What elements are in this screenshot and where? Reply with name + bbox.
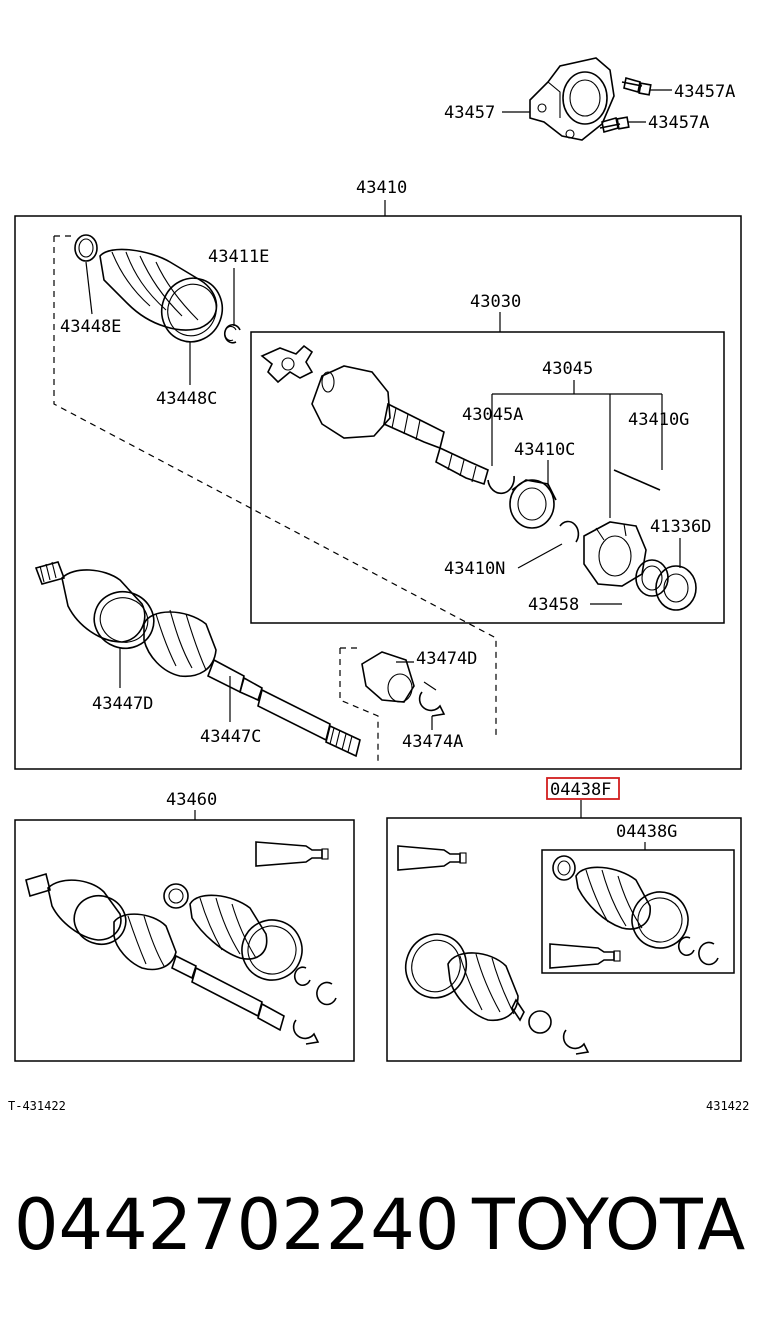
label-43474a: 43474A <box>402 732 463 752</box>
brand-name: TOYOTA <box>472 1184 746 1266</box>
clamp-43474a <box>418 681 446 717</box>
kit-box-04438f <box>386 817 742 1062</box>
label-04438g: 04438G <box>616 822 677 842</box>
part-number: 0442702240 <box>14 1184 460 1266</box>
bolt-43457a-upper <box>621 76 652 96</box>
snap-ring-43411e <box>223 323 241 344</box>
kit-box-43460 <box>14 819 355 1062</box>
tripod-joint <box>260 344 314 384</box>
boot-kit-04438g <box>549 855 719 969</box>
assembly-box-43030 <box>250 331 725 624</box>
inner-joint-housing <box>311 365 489 486</box>
label-43030: 43030 <box>470 292 521 312</box>
assembly-box-43410 <box>14 215 742 770</box>
grease-tube-04438f <box>397 845 467 871</box>
label-43460: 43460 <box>166 790 217 810</box>
boot-kit-43460 <box>163 883 337 1045</box>
label-43457: 43457 <box>444 103 495 123</box>
bearing-43410c <box>509 479 557 529</box>
ref-left: T-431422 <box>8 1099 66 1113</box>
boot-kit-04438f <box>404 933 590 1055</box>
ref-right: 431422 <box>706 1099 749 1113</box>
label-43410c: 43410C <box>514 440 575 460</box>
label-43448c: 43448C <box>156 389 217 409</box>
grease-tube-43460 <box>255 841 329 867</box>
exploded-parts-diagram: 43457 43457A 43457A 43410 43411E 43448E … <box>8 57 749 1113</box>
snap-ring-43045a <box>487 475 515 495</box>
label-43447c: 43447C <box>200 727 261 747</box>
clamp-43448c <box>160 277 224 343</box>
label-43410g: 43410G <box>628 410 689 430</box>
label-04438f: 04438F <box>550 780 611 800</box>
label-43045: 43045 <box>542 359 593 379</box>
snap-ring-43410n <box>559 520 580 543</box>
label-43410: 43410 <box>356 178 407 198</box>
label-41336d: 41336D <box>650 517 711 537</box>
clamp-43448e <box>74 234 98 262</box>
label-43045a: 43045A <box>462 405 523 425</box>
pin-43410g <box>613 469 661 491</box>
label-43411e: 43411E <box>208 247 269 267</box>
label-43448e: 43448E <box>60 317 121 337</box>
dynamic-damper-43474d <box>361 651 415 703</box>
label-43457a-upper: 43457A <box>674 82 735 102</box>
label-43474d: 43474D <box>416 649 477 669</box>
label-43410n: 43410N <box>444 559 505 579</box>
label-43457a-lower: 43457A <box>648 113 709 133</box>
bearing-bracket-43457 <box>529 57 615 141</box>
outer-joint-shaft <box>34 561 361 758</box>
highlight-04438f <box>546 777 620 800</box>
label-43458: 43458 <box>528 595 579 615</box>
shaft-assembly-43460 <box>25 872 285 1032</box>
bolt-43457a-lower <box>599 116 630 134</box>
kit-box-04438g <box>541 849 735 974</box>
label-43447d: 43447D <box>92 694 153 714</box>
seal-41336d <box>635 559 697 611</box>
